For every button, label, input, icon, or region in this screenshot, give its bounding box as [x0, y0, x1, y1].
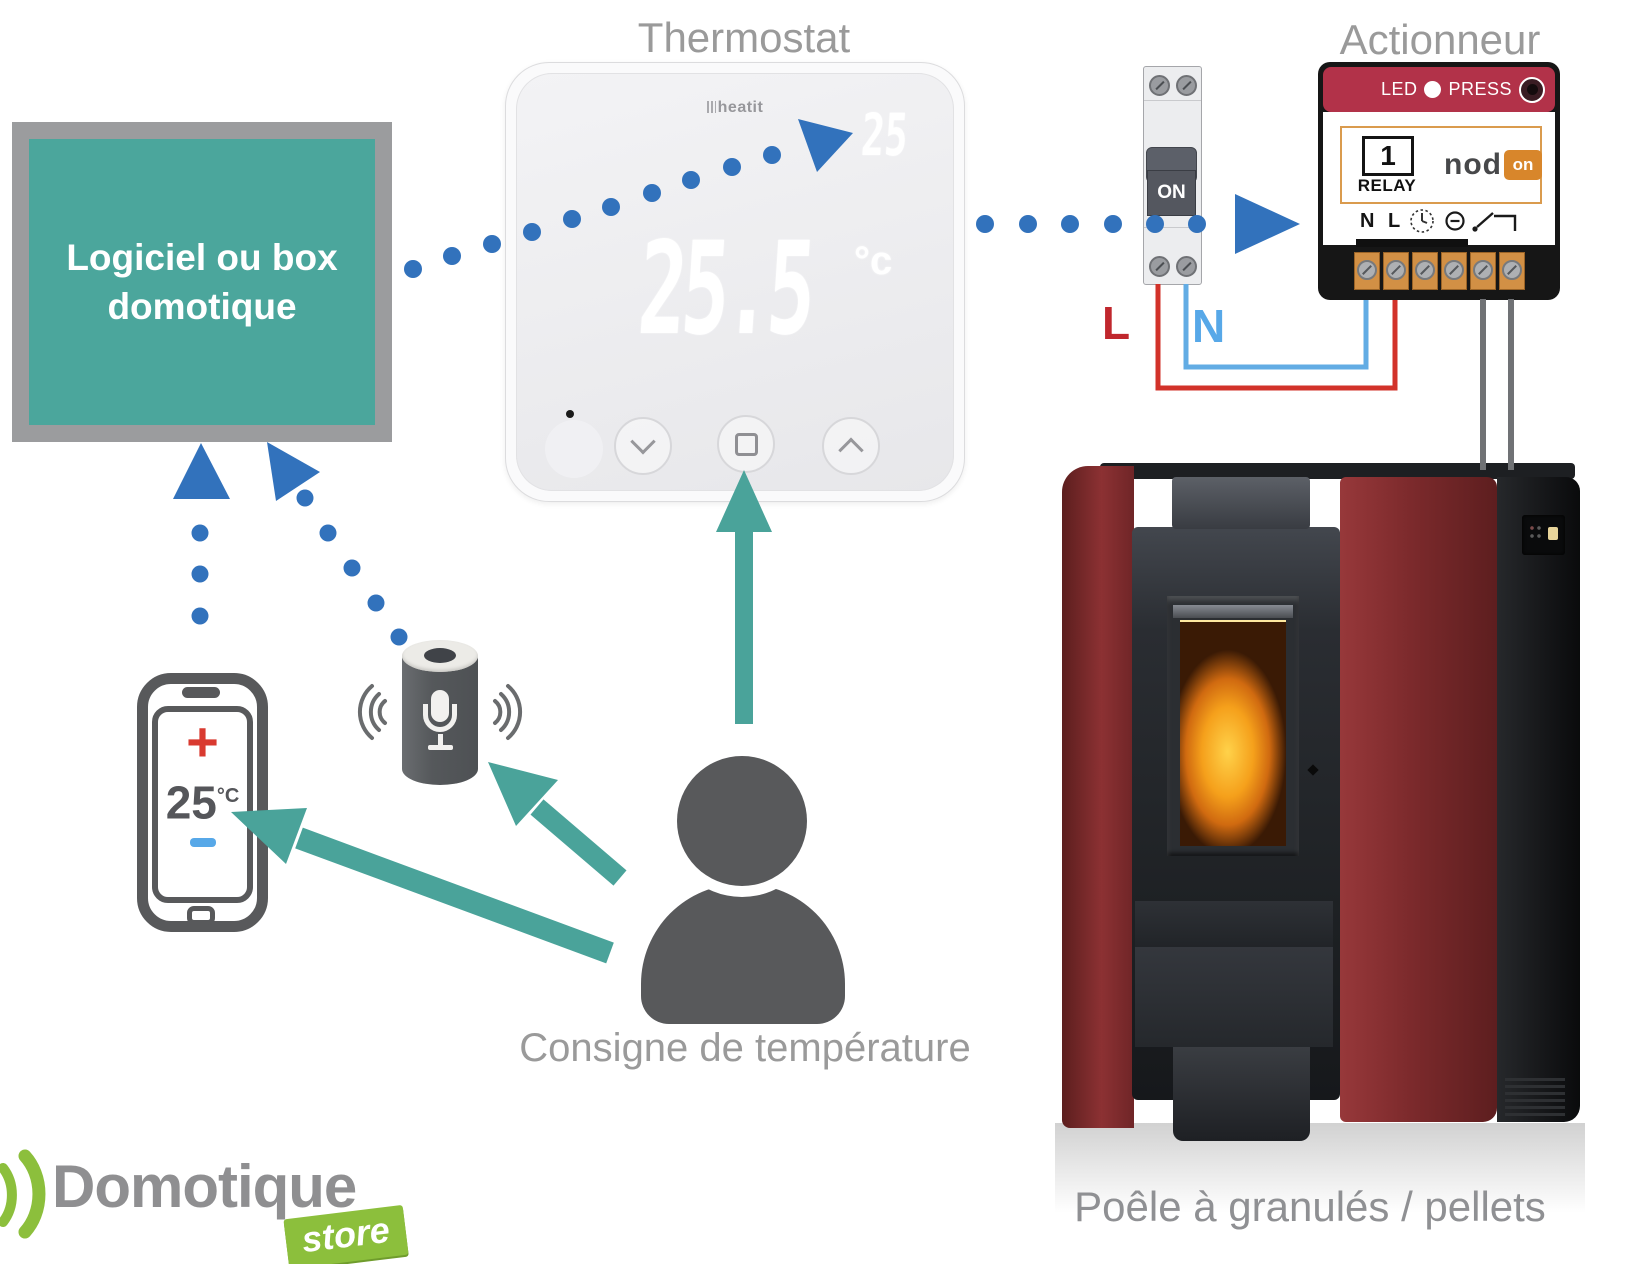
- pellet-stove-image: [1055, 455, 1585, 1245]
- arrowhead-icon: [1235, 194, 1300, 254]
- switch-contact-icon: [1472, 212, 1517, 232]
- arrow-person-to-speaker: [530, 799, 627, 886]
- thermostat-unit: °c: [854, 239, 893, 283]
- stove-control-panel: [1522, 515, 1565, 555]
- timer-icon: [1410, 209, 1434, 233]
- chevron-up-icon: [838, 437, 864, 463]
- consigne-label: Consigne de température: [519, 1026, 971, 1070]
- live-wire-label: L: [1102, 297, 1131, 349]
- stove-drawer-upper: [1135, 901, 1333, 949]
- breaker-divider: [1144, 227, 1201, 228]
- home-automation-box: Logiciel ou box domotique: [12, 122, 392, 442]
- temp-down-button: [614, 417, 672, 475]
- phone-temperature: 25°C: [165, 776, 240, 829]
- phone-temp-unit: °C: [216, 785, 240, 807]
- stove-vents: [1505, 1078, 1565, 1116]
- stove-top-edge: [1100, 463, 1575, 479]
- breaker-screw-icon: [1149, 75, 1170, 96]
- arrow-person-to-phone: [295, 827, 614, 964]
- terminal-l-label: L: [1388, 210, 1401, 232]
- relay-press-label: PRESS: [1448, 79, 1512, 99]
- led-indicator-icon: [1424, 81, 1442, 98]
- relay-top-band: LED PRESS: [1323, 67, 1555, 112]
- stove-wires: [1480, 299, 1514, 470]
- nodon-logo: nod on: [1444, 148, 1542, 182]
- logo-arcs-icon: [0, 1149, 46, 1239]
- relay-info-box: 1 RELAY nod on: [1340, 126, 1542, 204]
- minus-circle-icon: [1445, 211, 1465, 231]
- chevron-down-icon: [630, 429, 656, 455]
- thermostat-setpoint-display: 25: [859, 101, 911, 169]
- dotted-link-speaker-to-box: [267, 442, 408, 646]
- speaker-top-hole: [424, 648, 456, 663]
- user-person-icon: [677, 756, 807, 886]
- relay-led-label: LED: [1380, 79, 1418, 99]
- thermostat-temperature-display: 25.5: [634, 215, 816, 364]
- thermostat-blank-button: [545, 420, 603, 478]
- breaker-screw-icon: [1176, 75, 1197, 96]
- relay-module: LED PRESS 1 RELAY nod on N L: [1318, 62, 1560, 300]
- stove-caption: Poêle à granulés / pellets: [1074, 1183, 1546, 1230]
- temp-decrease-control: [189, 838, 216, 848]
- heatit-brand: heatit: [506, 99, 964, 117]
- dotted-link-thermostat-to-relay: [976, 194, 1300, 254]
- breaker-on-switch: ON: [1147, 170, 1196, 216]
- breaker-divider: [1144, 100, 1201, 101]
- stove-right-side: [1497, 477, 1580, 1122]
- command-arrows: [231, 470, 772, 964]
- mode-button: [717, 415, 775, 473]
- neutral-wire-label: N: [1192, 300, 1226, 352]
- terminal-n-label: N: [1360, 210, 1375, 232]
- breaker-screw-icon: [1149, 256, 1170, 277]
- relay-channel-number: 1: [1362, 136, 1414, 176]
- temp-increase-control: +: [186, 710, 219, 773]
- arrowhead-upleft-icon: [488, 762, 558, 826]
- box-title-line2: domotique: [107, 286, 297, 327]
- stove-top-cap: [1172, 477, 1310, 529]
- terminal-screw-icon: [1383, 252, 1409, 290]
- stove-reflection: [1055, 1123, 1585, 1243]
- home-automation-box-face: Logiciel ou box domotique: [29, 139, 375, 425]
- stove-drawer-lower: [1135, 947, 1333, 1047]
- thermostat-device: heatit 25 25.5 °c: [505, 62, 965, 502]
- breaker-screw-icon: [1176, 256, 1197, 277]
- temp-up-button: [822, 417, 880, 475]
- press-button-icon: [1519, 76, 1545, 103]
- microphone-icon: [423, 704, 457, 732]
- box-title-line1: Logiciel ou box: [66, 237, 338, 278]
- stove-right-red-panel: [1340, 477, 1497, 1122]
- stove-left-red-panel: [1062, 466, 1134, 1128]
- flame-image: [1180, 620, 1286, 846]
- arrow-person-to-thermostat: [735, 530, 753, 724]
- arrowhead-icon: [173, 443, 230, 499]
- phone-home-button: [187, 906, 215, 925]
- user-person-icon: [641, 884, 845, 1024]
- terminal-marker-bar: [1356, 233, 1468, 247]
- terminal-screw-icon: [1499, 252, 1525, 290]
- phone-speaker-slot: [182, 687, 220, 698]
- actionneur-label: Actionneur: [1339, 16, 1541, 63]
- relay-text: RELAY: [1357, 176, 1417, 195]
- microphone-icon: [428, 745, 453, 750]
- terminal-screw-icon: [1441, 252, 1467, 290]
- microphone-icon: [438, 734, 443, 745]
- dotted-link-phone-to-box: [173, 443, 230, 625]
- terminal-screw-icon: [1412, 252, 1438, 290]
- thermostat-label: Thermostat: [637, 14, 851, 61]
- phone-screen: + 25°C: [152, 706, 253, 903]
- arrowhead-icon: [267, 442, 320, 501]
- domotique-logo: Domotique: [52, 1153, 357, 1220]
- smartphone: + 25°C: [137, 673, 268, 932]
- terminal-screw-icon: [1354, 252, 1380, 290]
- circuit-breaker: ON: [1143, 66, 1202, 285]
- thermostat-led-dot: [566, 410, 574, 418]
- stove-window-sill: [1173, 605, 1293, 618]
- heatit-logo-bars-icon: [706, 101, 716, 113]
- terminal-block: [1354, 252, 1525, 290]
- square-icon: [734, 432, 758, 456]
- stove-base-drawer: [1173, 1047, 1310, 1141]
- terminal-screw-icon: [1470, 252, 1496, 290]
- stove-fire-window: [1167, 596, 1299, 856]
